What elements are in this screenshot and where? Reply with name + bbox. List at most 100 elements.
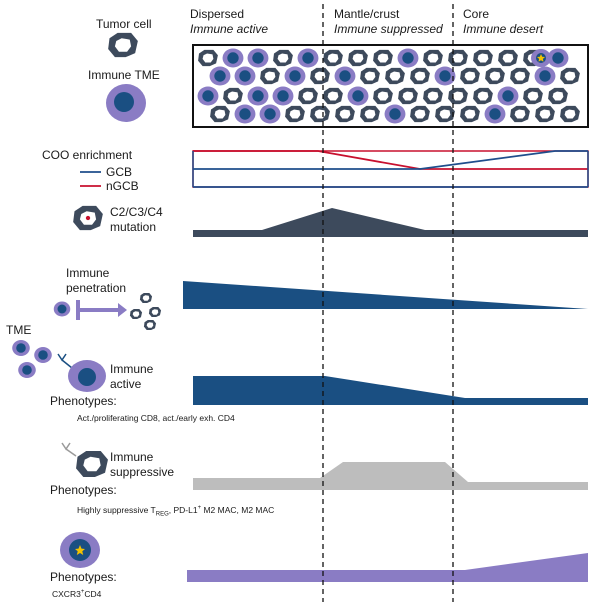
tumor-cell [435, 105, 455, 123]
mutation-cell-icon [73, 205, 103, 231]
tumor-cell [323, 49, 343, 67]
star-icon [537, 54, 545, 62]
gcb-label: GCB [106, 165, 133, 179]
immune-suppressive-cell-icon [61, 442, 108, 478]
immune-active-phenotypes-label: Phenotypes: [50, 394, 117, 408]
zone-core-state: Immune desert [463, 22, 544, 36]
tumor-cell [410, 105, 430, 123]
immune-cell [484, 104, 506, 124]
tumor-cell [423, 49, 443, 67]
tumor-cell [448, 87, 468, 105]
immune-cell [334, 66, 356, 86]
tumor-cell [285, 105, 305, 123]
tumor-cell [310, 105, 330, 123]
tumor-cell [548, 87, 568, 105]
tumor-cell [535, 105, 555, 123]
immune-cell [209, 66, 231, 86]
immune-cell [347, 86, 369, 106]
ngcb-label: nGCB [106, 179, 139, 193]
immune-cell [434, 66, 456, 86]
phen-treg: Highly suppressive T [77, 504, 156, 515]
tumor-cell [210, 105, 230, 123]
tumor-cell [448, 49, 468, 67]
tumor-cell [273, 49, 293, 67]
immune-cell [284, 66, 306, 86]
coo-enrichment-plot [192, 150, 589, 188]
zone-dispersed-state: Immune active [190, 22, 269, 36]
tumor-cell [360, 105, 380, 123]
tumor-cell [510, 67, 530, 85]
immune-cell [259, 104, 281, 124]
mutation-label-line2: mutation [110, 220, 157, 234]
immune-cell [234, 104, 256, 124]
zone-mantle-title: Mantle/crust [334, 7, 400, 21]
tumor-cell [523, 87, 543, 105]
immune-cell [297, 48, 319, 68]
immune-cell [247, 86, 269, 106]
immune-active-phenotypes: Act./proliferating CD8, act./early exh. … [77, 413, 235, 423]
immune-cell [234, 66, 256, 86]
tumor-cell [423, 87, 443, 105]
tumor-cell [510, 105, 530, 123]
penetration-profile [183, 281, 588, 309]
immune-suppressive-phenotypes: Highly suppressive TREG, PD-L1+ M2 MAC, … [77, 503, 274, 520]
immune-suppressive-label-line1: Immune [110, 450, 154, 464]
mutation-label-line1: C2/C3/C4 [110, 205, 163, 219]
tumor-cell [398, 87, 418, 105]
immune-cell [497, 86, 519, 106]
tumor-cell [335, 105, 355, 123]
tme-label: TME [6, 323, 32, 337]
immune-active-cell-icon [57, 353, 106, 392]
tumor-cell [560, 67, 580, 85]
tumor-cell [373, 49, 393, 67]
cell-population [197, 48, 580, 124]
immune-cell [397, 48, 419, 68]
tumor-cell [310, 67, 330, 85]
immune-suppressive-profile [193, 462, 588, 490]
phen-mac: M2 MAC, M2 MAC [201, 504, 275, 515]
immune-cell [534, 66, 556, 86]
cxcr3-cd4-cell-icon [60, 532, 100, 568]
cxcr3-phenotypes-label: Phenotypes: [50, 570, 117, 584]
immune-tme-label: Immune TME [88, 68, 160, 82]
tumor-cell [473, 49, 493, 67]
phen-cd4: CD4 [84, 588, 102, 599]
tumor-cell [473, 87, 493, 105]
zone-dispersed-title: Dispersed [190, 7, 245, 21]
zone-core-title: Core [463, 7, 490, 21]
tumor-cell [485, 67, 505, 85]
tme-cells-icon [12, 340, 52, 378]
tumor-cell [348, 49, 368, 67]
penetration-label-line2: penetration [66, 281, 127, 295]
tumor-cell [460, 105, 480, 123]
immune-cell-legend-icon [106, 84, 146, 122]
immune-active-profile [193, 376, 588, 405]
penetration-label-line1: Immune [66, 266, 110, 280]
immune-cell [247, 48, 269, 68]
tumor-cell [385, 67, 405, 85]
phen-pdl1: , PD-L1 [168, 504, 198, 515]
phen-cxcr3: CXCR3 [52, 588, 81, 599]
tumor-cell [360, 67, 380, 85]
immune-cell [272, 86, 294, 106]
tumor-cell [460, 67, 480, 85]
tumor-cell [498, 49, 518, 67]
mutation-profile [193, 208, 588, 237]
tumor-cell [323, 87, 343, 105]
immune-cell [384, 104, 406, 124]
cxcr3-phenotypes: CXCR3+CD4 [52, 587, 101, 599]
coo-title: COO enrichment [42, 148, 133, 162]
penetration-icon [53, 293, 162, 330]
immune-suppressive-phenotypes-label: Phenotypes: [50, 483, 117, 497]
tumor-cell-legend-icon [108, 32, 138, 58]
tumor-cell [198, 49, 218, 67]
tumor-cell [560, 105, 580, 123]
cxcr3-cd4-profile [187, 553, 588, 582]
immune-cell [197, 86, 219, 106]
tumor-cell [298, 87, 318, 105]
tumor-cell [373, 87, 393, 105]
zone-mantle-state: Immune suppressed [334, 22, 443, 36]
tumor-cell [260, 67, 280, 85]
phen-pdl1-sup: + [197, 505, 202, 511]
